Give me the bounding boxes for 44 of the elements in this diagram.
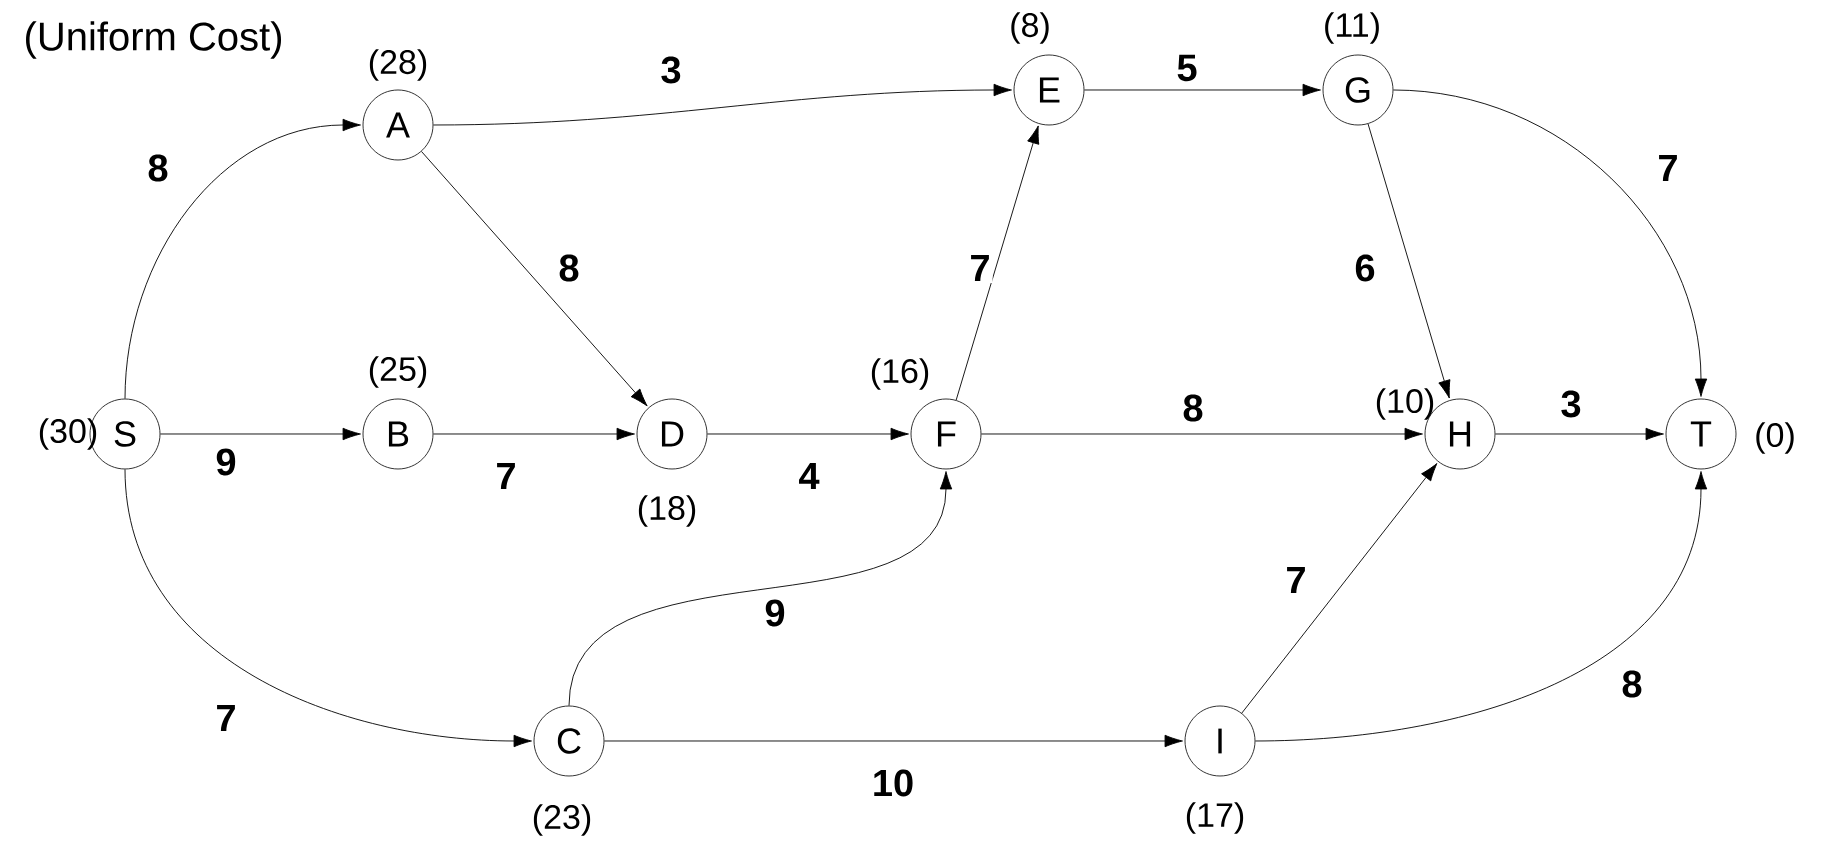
arrow <box>421 151 648 407</box>
edge-label: 7 <box>1283 564 1309 596</box>
arrow <box>432 83 1012 126</box>
edge-label: 10 <box>869 767 917 799</box>
heuristic-label: (8) <box>1011 12 1049 44</box>
edge-label: 5 <box>1174 52 1200 84</box>
heuristic-label: (25) <box>369 356 427 388</box>
arrow <box>568 471 953 707</box>
arrow <box>159 427 361 441</box>
heuristic-label: (23) <box>533 804 591 836</box>
arrow <box>955 125 1040 401</box>
arrow <box>1241 463 1438 714</box>
edge-label: 7 <box>1655 152 1681 184</box>
edge-label: 3 <box>658 54 684 86</box>
edge-label: 3 <box>1558 388 1584 420</box>
heuristic-label: (11) <box>1325 12 1379 44</box>
arrow <box>1367 123 1451 399</box>
heuristic-label: (18) <box>638 495 696 527</box>
arrow <box>1083 83 1321 97</box>
arrow <box>1494 427 1664 441</box>
edge-label: 6 <box>1352 252 1378 284</box>
edge-label: 8 <box>1619 668 1645 700</box>
arrow <box>124 118 361 400</box>
edge-label: 7 <box>967 252 993 284</box>
arrow <box>1392 89 1708 397</box>
heuristic-label: (28) <box>369 49 427 81</box>
arrow <box>980 427 1423 441</box>
edge-label: 7 <box>493 460 519 492</box>
edge-label: 4 <box>796 460 822 492</box>
title: (Uniform Cost) <box>26 21 281 59</box>
edge-label: 8 <box>1180 392 1206 424</box>
heuristic-label: (0) <box>1756 422 1794 454</box>
arrow <box>124 468 532 748</box>
arrow <box>706 427 909 441</box>
edge-label: 8 <box>556 252 582 284</box>
edge-label: 7 <box>213 702 239 734</box>
heuristic-label: (17) <box>1186 802 1244 834</box>
heuristic-label: (16) <box>871 358 929 390</box>
edge-label: 9 <box>762 597 788 629</box>
edge-label: 9 <box>213 446 239 478</box>
arrow <box>432 427 635 441</box>
edge-label: 8 <box>145 152 171 184</box>
arrow <box>603 734 1183 748</box>
arrow <box>1254 471 1708 742</box>
